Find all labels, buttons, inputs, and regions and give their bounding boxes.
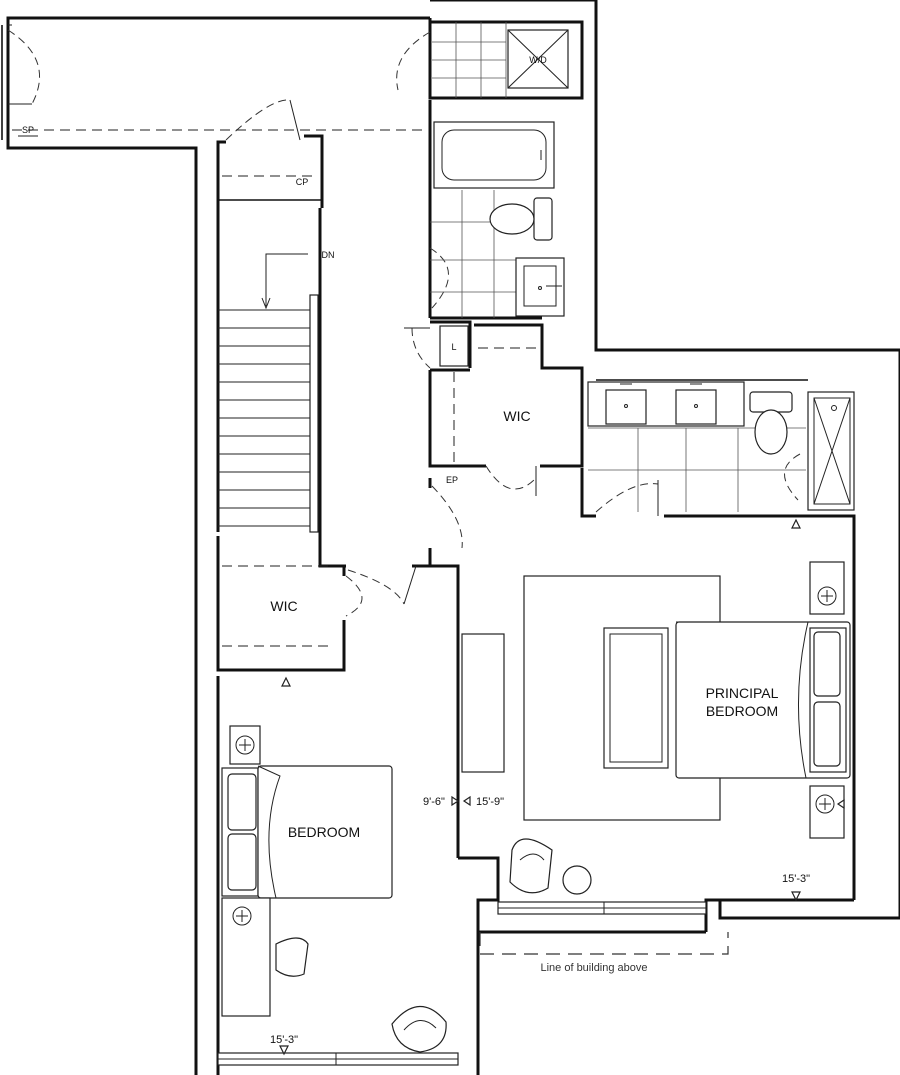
upper-wic: L WIC EP [439,325,538,485]
bedroom-label: BEDROOM [288,824,360,840]
bedroom-width-dimension: 15'-3" [270,1034,298,1046]
bedroom-ceiling-height: 9'-6" [423,796,445,808]
wic-upper-label: WIC [503,408,530,424]
windows [217,901,707,1066]
stairs: DN [218,250,335,533]
laundry-tiles: W/D [432,22,569,98]
upper-bathroom [430,121,565,318]
bedroom: BEDROOM 15'-3" [221,725,447,1056]
principal-ensuite [587,381,855,529]
principal-bedroom-label-line1: PRINCIPAL [706,685,779,701]
principal-ceiling-height: 15'-9" [476,796,504,808]
wic-lower-label: WIC [270,598,297,614]
principal-bedroom-label-line2: BEDROOM [706,703,778,719]
stair-direction-label: DN [322,250,335,260]
electrical-panel-label: EP [446,475,458,485]
sump-pump-label: SP [22,125,34,135]
principal-width-dimension: 15'-3" [782,873,810,885]
principal-bedroom: PRINCIPAL BEDROOM 15'-3" [461,561,851,902]
washer-dryer-label: W/D [529,55,547,65]
lower-wic: WIC [222,565,334,687]
closet-label: CP [296,177,309,187]
linen-label: L [451,342,456,352]
building-line-note: Line of building above [540,962,647,974]
door-swings [7,29,801,617]
